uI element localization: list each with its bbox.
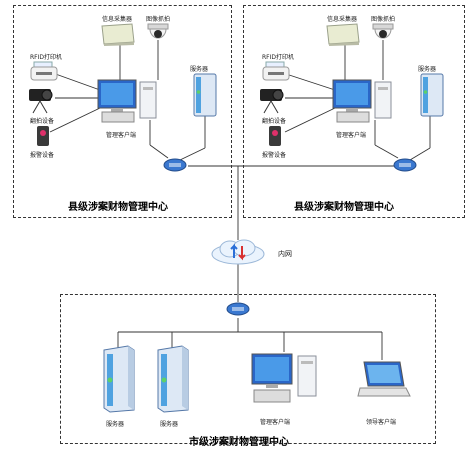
county-center-right-title: 县级涉案财物管理中心 [294,202,394,213]
intranet-cloud-icon [211,239,265,265]
laptop-icon [357,361,411,397]
county-center-left-frame [13,5,232,218]
client-label: 管理客户端 [336,132,367,139]
city-center-title: 市级涉案财物管理中心 [189,437,289,448]
server-label: 服务器 [190,66,209,73]
network-switch-icon [226,302,250,316]
server-icon [103,345,135,413]
rfid-printer-icon [30,61,58,81]
alarm-label: 报警设备 [262,152,287,159]
tripod-camera-icon [260,89,284,114]
reader-label: 信息采集器 [102,16,133,23]
server2-label: 服务器 [160,421,179,428]
printer-label: RFID打印机 [30,54,63,61]
network-switch-icon [393,158,417,172]
city-center-frame [60,294,436,444]
tripod-camera-icon [29,89,53,114]
shooter-label: 翻拍设备 [262,118,287,125]
server-icon [193,73,217,117]
dome-camera-icon [147,23,169,39]
camera-label: 图像抓拍 [371,16,396,23]
info-reader-icon [101,23,135,46]
server-icon [420,73,444,117]
dome-camera-icon [372,23,394,39]
rfid-printer-icon [262,61,290,81]
city-client-label: 管理客户端 [260,419,291,426]
intranet-label: 内网 [278,250,292,258]
reader-label: 信息采集器 [327,16,358,23]
county-center-right-frame [243,5,465,218]
printer-label: RFID打印机 [262,54,295,61]
client-pc-icon [97,79,157,123]
camera-label: 图像抓拍 [146,16,171,23]
server-label: 服务器 [418,66,437,73]
shooter-label: 翻拍设备 [30,118,55,125]
client-pc-icon [332,79,392,123]
server-icon [157,345,189,413]
info-reader-icon [326,23,360,46]
client-label: 管理客户端 [106,132,137,139]
client-pc-icon [251,353,317,403]
county-center-left-title: 县级涉案财物管理中心 [68,202,168,213]
server1-label: 服务器 [106,421,125,428]
laptop-label: 领导客户端 [366,419,397,426]
network-switch-icon [163,158,187,172]
alarm-label: 报警设备 [30,152,55,159]
alarm-device-icon [269,126,281,146]
alarm-device-icon [37,126,49,146]
